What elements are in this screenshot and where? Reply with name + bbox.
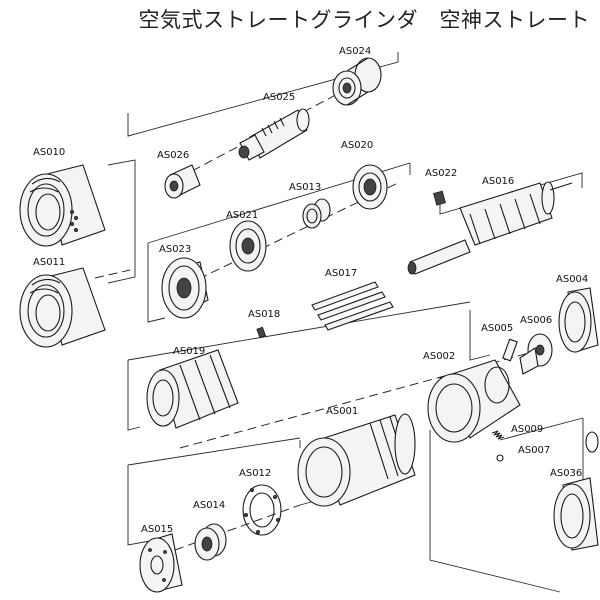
part-as006 bbox=[519, 333, 553, 375]
part-as001 bbox=[297, 413, 416, 507]
label-as022: AS022 bbox=[425, 168, 457, 179]
label-as019: AS019 bbox=[173, 346, 205, 357]
part-as025 bbox=[238, 108, 310, 161]
part-as023 bbox=[161, 257, 209, 319]
label-as004: AS004 bbox=[556, 274, 588, 285]
part-as012 bbox=[242, 484, 282, 536]
part-as014 bbox=[194, 523, 227, 561]
label-as026: AS026 bbox=[157, 150, 189, 161]
label-as005: AS005 bbox=[481, 323, 513, 334]
part-as011 bbox=[19, 267, 106, 348]
part-as026 bbox=[164, 164, 201, 199]
label-as012: AS012 bbox=[239, 468, 271, 479]
label-as009: AS009 bbox=[511, 424, 543, 435]
part-as007 bbox=[496, 454, 504, 462]
part-as004 bbox=[558, 287, 599, 353]
label-as016: AS016 bbox=[482, 176, 514, 187]
label-as001: AS001 bbox=[326, 406, 358, 417]
label-as021: AS021 bbox=[226, 210, 258, 221]
part-as013 bbox=[302, 198, 331, 229]
label-as020: AS020 bbox=[341, 140, 373, 151]
part-as022 bbox=[433, 190, 446, 206]
diagram-title: 空気式ストレートグラインダ 空神ストレート bbox=[138, 8, 590, 32]
part-as019 bbox=[146, 349, 239, 429]
part-as020 bbox=[352, 164, 388, 210]
label-as024: AS024 bbox=[339, 46, 371, 57]
part-as005 bbox=[502, 338, 518, 362]
label-as025: AS025 bbox=[263, 92, 295, 103]
part-as024 bbox=[332, 57, 382, 106]
part-as010 bbox=[19, 164, 106, 247]
part-as036 bbox=[553, 477, 599, 551]
group-frames bbox=[107, 52, 584, 593]
part-as002 bbox=[427, 359, 521, 443]
part-as009 bbox=[491, 430, 505, 440]
label-as013: AS013 bbox=[289, 182, 321, 193]
part-as021 bbox=[229, 220, 267, 272]
part-as017 bbox=[311, 281, 394, 331]
label-as023: AS023 bbox=[159, 244, 191, 255]
label-as014: AS014 bbox=[193, 500, 225, 511]
label-as011: AS011 bbox=[33, 257, 65, 268]
label-as002: AS002 bbox=[423, 351, 455, 362]
label-as015: AS015 bbox=[141, 524, 173, 535]
label-as007: AS007 bbox=[518, 445, 550, 456]
part-as015 bbox=[139, 533, 183, 593]
part-as016 bbox=[407, 181, 573, 275]
label-as010: AS010 bbox=[33, 147, 65, 158]
label-as036: AS036 bbox=[550, 468, 582, 479]
part-right-edge-fragment bbox=[585, 431, 599, 453]
label-as018: AS018 bbox=[248, 309, 280, 320]
part-labels: AS024 AS025 AS010 AS026 AS020 AS022 AS01… bbox=[33, 46, 588, 535]
label-as017: AS017 bbox=[325, 268, 357, 279]
label-as006: AS006 bbox=[520, 315, 552, 326]
part-as018 bbox=[256, 326, 267, 339]
